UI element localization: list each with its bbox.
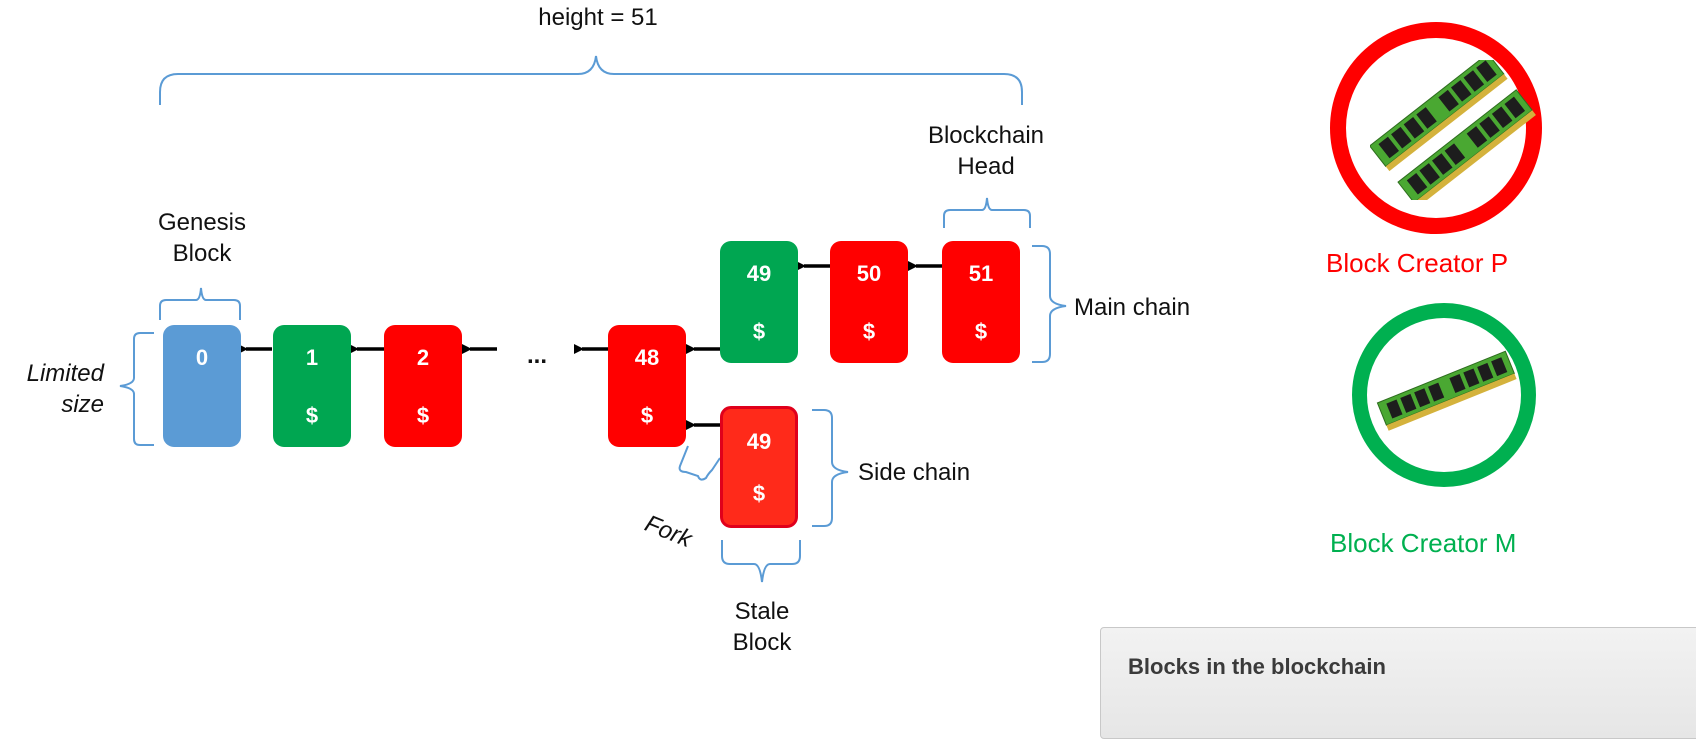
genesis-brace bbox=[159, 287, 241, 320]
legend-title: Blocks in the blockchain bbox=[1128, 654, 1386, 679]
block-48: 48 $ bbox=[608, 325, 686, 447]
block-number: 0 bbox=[195, 345, 209, 370]
memory-module-icon bbox=[1376, 350, 1517, 431]
height-label: height = 51 bbox=[538, 4, 658, 31]
height-brace bbox=[159, 55, 1023, 105]
block-number: 50 bbox=[856, 261, 882, 286]
block-number: 1 bbox=[305, 345, 319, 370]
block-0-genesis: 0 bbox=[163, 325, 241, 447]
block-reward: $ bbox=[862, 319, 876, 344]
block-reward: $ bbox=[752, 481, 766, 506]
genesis-block-label: Genesis Block bbox=[157, 209, 247, 267]
side-chain-brace bbox=[812, 409, 849, 527]
creator-p-label: Block Creator P bbox=[1326, 248, 1509, 278]
block-49-stale: 49 $ bbox=[720, 406, 798, 528]
block-49-main: 49 $ bbox=[720, 241, 798, 363]
block-50: 50 $ bbox=[830, 241, 908, 363]
block-number: 2 bbox=[416, 345, 430, 370]
block-2: 2 $ bbox=[384, 325, 462, 447]
fork-brace bbox=[678, 445, 721, 481]
block-number: 49 bbox=[746, 429, 772, 454]
head-brace bbox=[943, 197, 1031, 228]
diagram-connectors bbox=[119, 55, 1067, 583]
block-number: 48 bbox=[634, 345, 660, 370]
block-1: 1 $ bbox=[273, 325, 351, 447]
block-reward: $ bbox=[416, 403, 430, 428]
block-reward: $ bbox=[640, 403, 654, 428]
block-reward: $ bbox=[752, 319, 766, 344]
ellipsis-label: ... bbox=[526, 342, 547, 369]
legend-box bbox=[1100, 627, 1696, 739]
side-chain-label: Side chain bbox=[858, 459, 971, 486]
main-chain-brace bbox=[1032, 245, 1067, 363]
block-number: 51 bbox=[968, 261, 994, 286]
blockchain-head-label: Blockchain Head bbox=[927, 122, 1045, 180]
block-51-head: 51 $ bbox=[942, 241, 1020, 363]
stale-block-label: Stale Block bbox=[732, 598, 792, 656]
block-reward: $ bbox=[305, 403, 319, 428]
main-chain-label: Main chain bbox=[1074, 294, 1191, 321]
limited-size-brace bbox=[119, 332, 154, 446]
limited-size-label: Limited size bbox=[26, 360, 104, 418]
block-number: 49 bbox=[746, 261, 772, 286]
creator-m-label: Block Creator M bbox=[1330, 528, 1517, 558]
block-reward: $ bbox=[974, 319, 988, 344]
stale-brace bbox=[721, 540, 801, 583]
memory-modules-icon bbox=[1370, 60, 1536, 200]
